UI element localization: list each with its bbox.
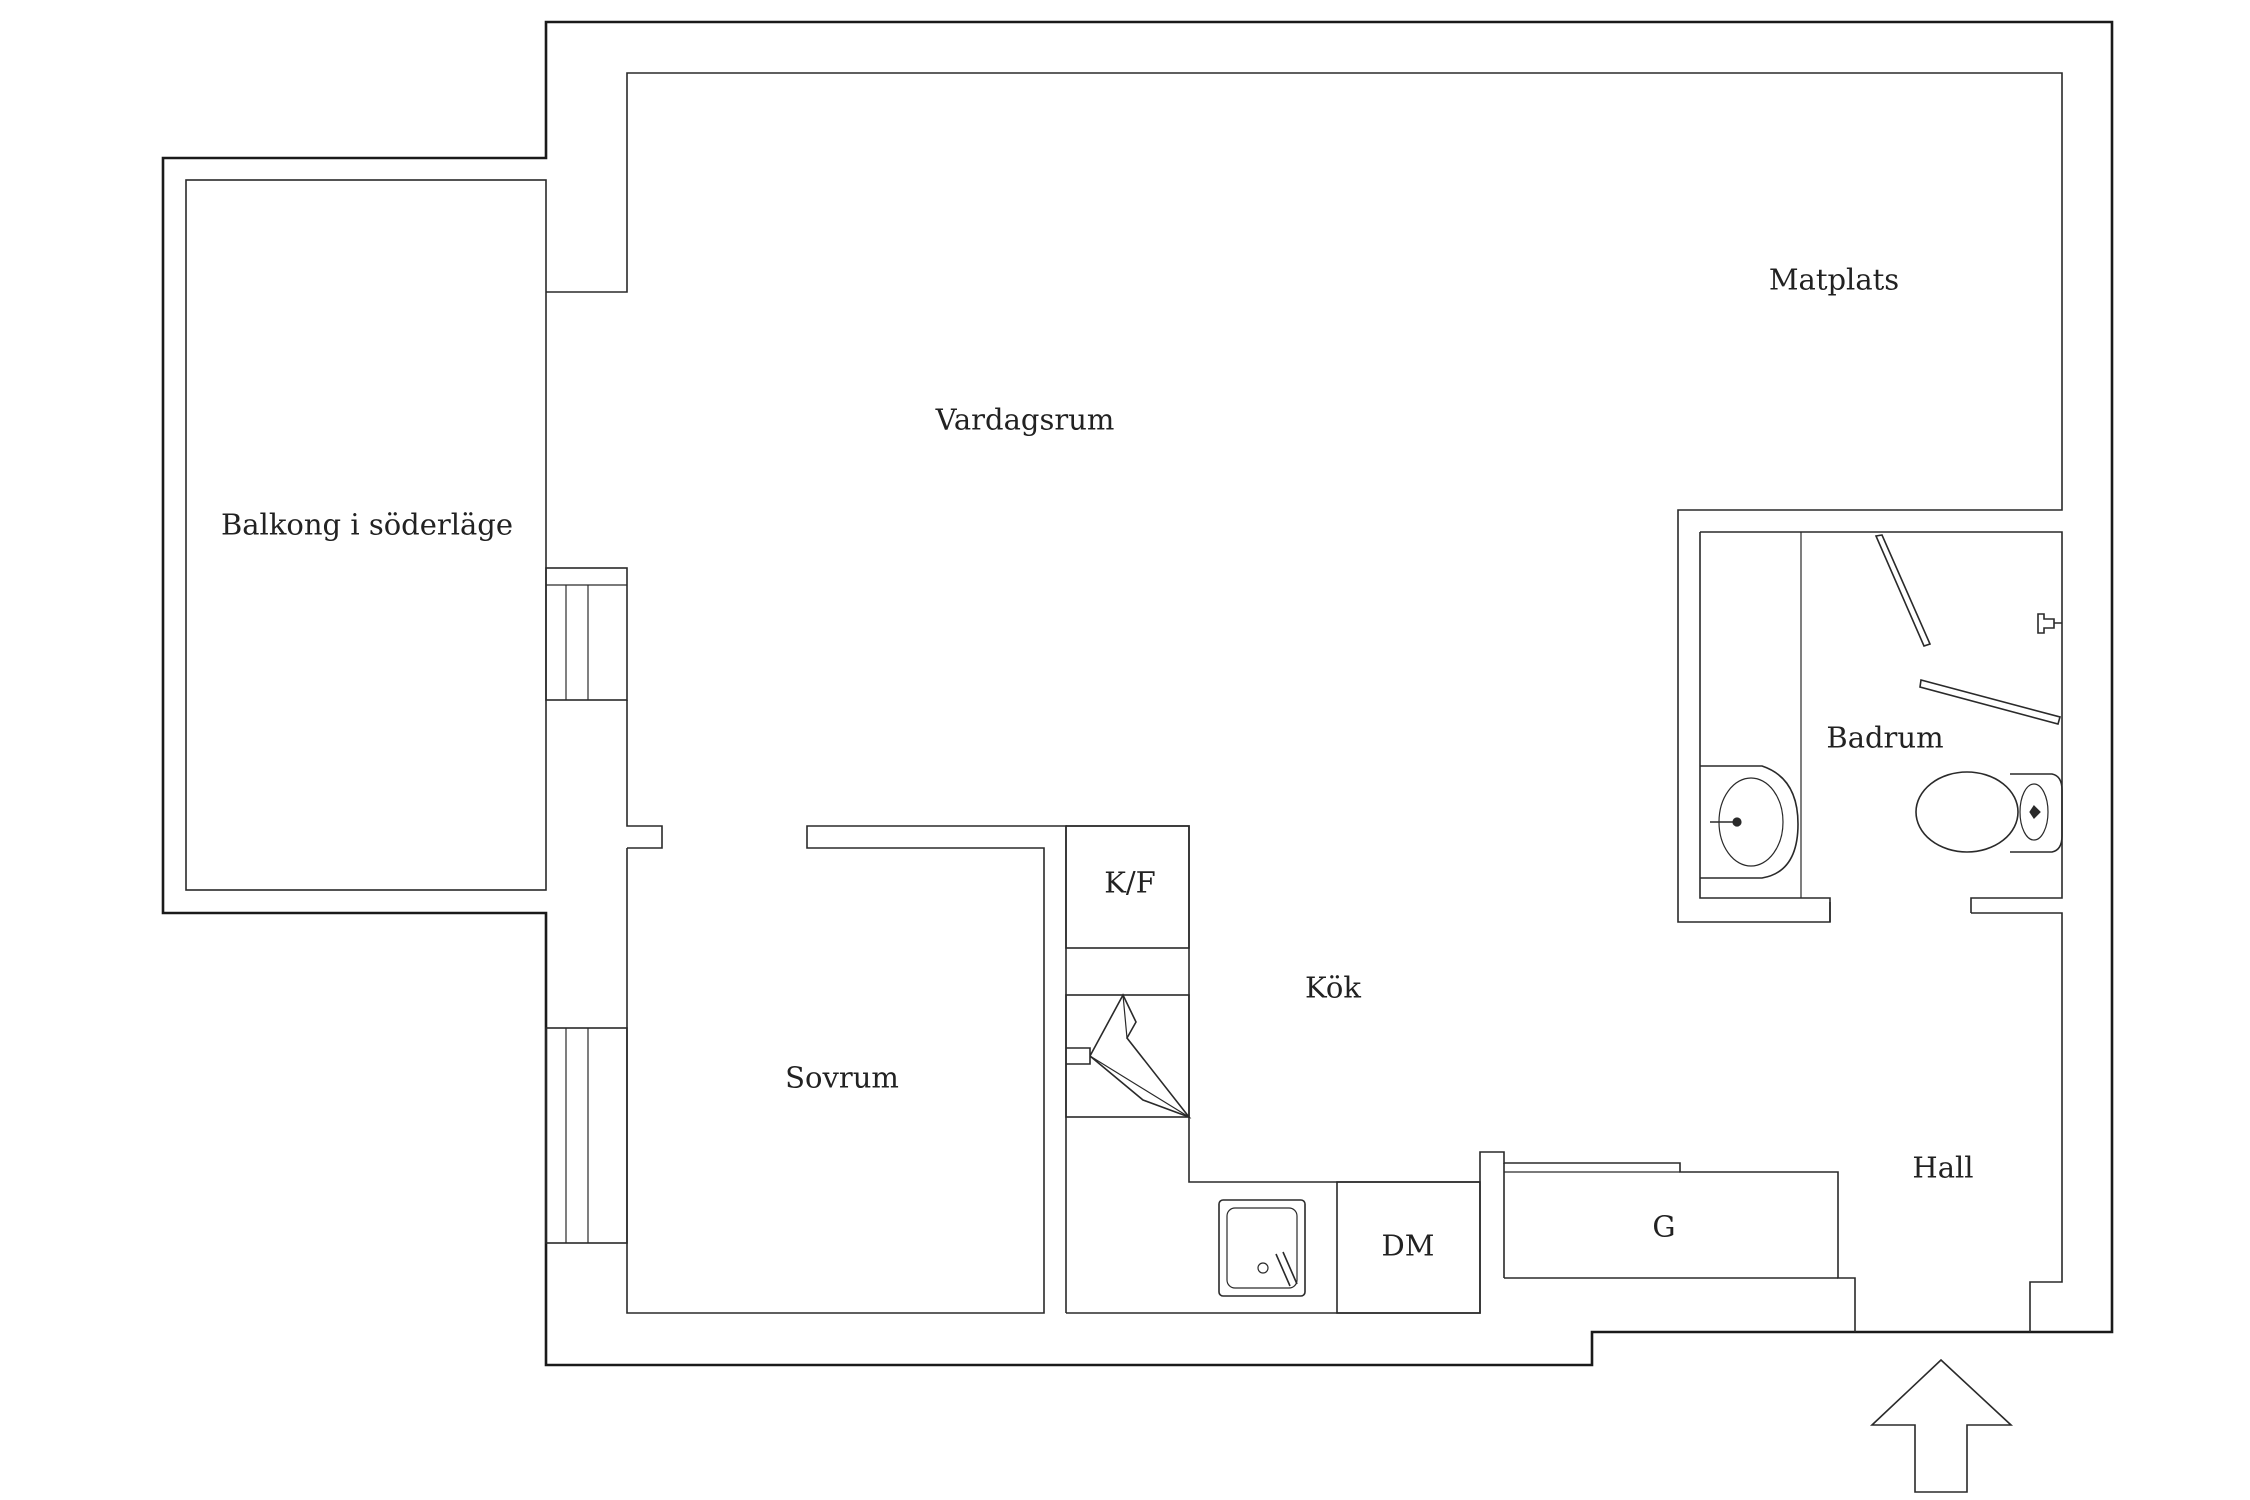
shower-head bbox=[2037, 613, 2062, 634]
room-label-wardrobe: G bbox=[1652, 1209, 1676, 1244]
shower-screen bbox=[1919, 678, 2061, 725]
room-label-dishwasher: DM bbox=[1381, 1228, 1435, 1263]
entrance-arrow-icon bbox=[1869, 1358, 2014, 1493]
room-label-bedroom: Sovrum bbox=[785, 1060, 899, 1095]
toilet-flush bbox=[2029, 805, 2041, 819]
room-label-dining: Matplats bbox=[1768, 262, 1900, 297]
room-label-living-room: Vardagsrum bbox=[935, 402, 1115, 437]
kitchen-fixtures bbox=[1065, 825, 1481, 1314]
stove-icon bbox=[1065, 994, 1190, 1118]
bedroom-window bbox=[545, 1027, 628, 1244]
room-label-hall: Hall bbox=[1912, 1150, 1974, 1185]
balcony-door bbox=[545, 567, 628, 701]
shower-screen bbox=[1874, 534, 1932, 647]
interior-walls bbox=[545, 72, 2063, 1332]
bathroom-fixtures bbox=[1700, 534, 2063, 879]
balcony-railing bbox=[185, 179, 547, 891]
room-label-bathroom: Badrum bbox=[1826, 720, 1944, 755]
kitchen-wall bbox=[1066, 1151, 1856, 1332]
room-label-kitchen: Kök bbox=[1305, 970, 1361, 1005]
tap-icon bbox=[1275, 1251, 1298, 1287]
fridge-freezer bbox=[1065, 825, 1190, 949]
toilet-tank bbox=[2010, 773, 2063, 853]
room-label-fridge: K/F bbox=[1104, 865, 1156, 900]
bathroom-wall bbox=[1699, 532, 1831, 922]
sink-basin bbox=[1226, 1207, 1298, 1289]
sink-drain bbox=[1257, 1262, 1269, 1274]
hall-wall bbox=[1971, 912, 2063, 1332]
sink-icon bbox=[1218, 1199, 1306, 1297]
outer-walls bbox=[161, 20, 2114, 1367]
washbasin-icon bbox=[1700, 765, 1799, 879]
range-hood bbox=[1089, 1055, 1190, 1118]
bathroom-wall bbox=[1700, 531, 2063, 913]
range-hood bbox=[1122, 994, 1128, 1039]
toilet-tank-inner bbox=[2019, 783, 2049, 841]
exterior-wall bbox=[161, 20, 2114, 1367]
dishwasher bbox=[1336, 1181, 1481, 1314]
bedroom-wall bbox=[626, 825, 1067, 1314]
living-room-wall bbox=[546, 72, 2063, 923]
toilet-icon bbox=[1915, 771, 2019, 853]
room-label-balcony: Balkong i söderläge bbox=[220, 507, 514, 542]
living-room-pier bbox=[626, 700, 663, 849]
range-hood bbox=[1066, 993, 1192, 1119]
